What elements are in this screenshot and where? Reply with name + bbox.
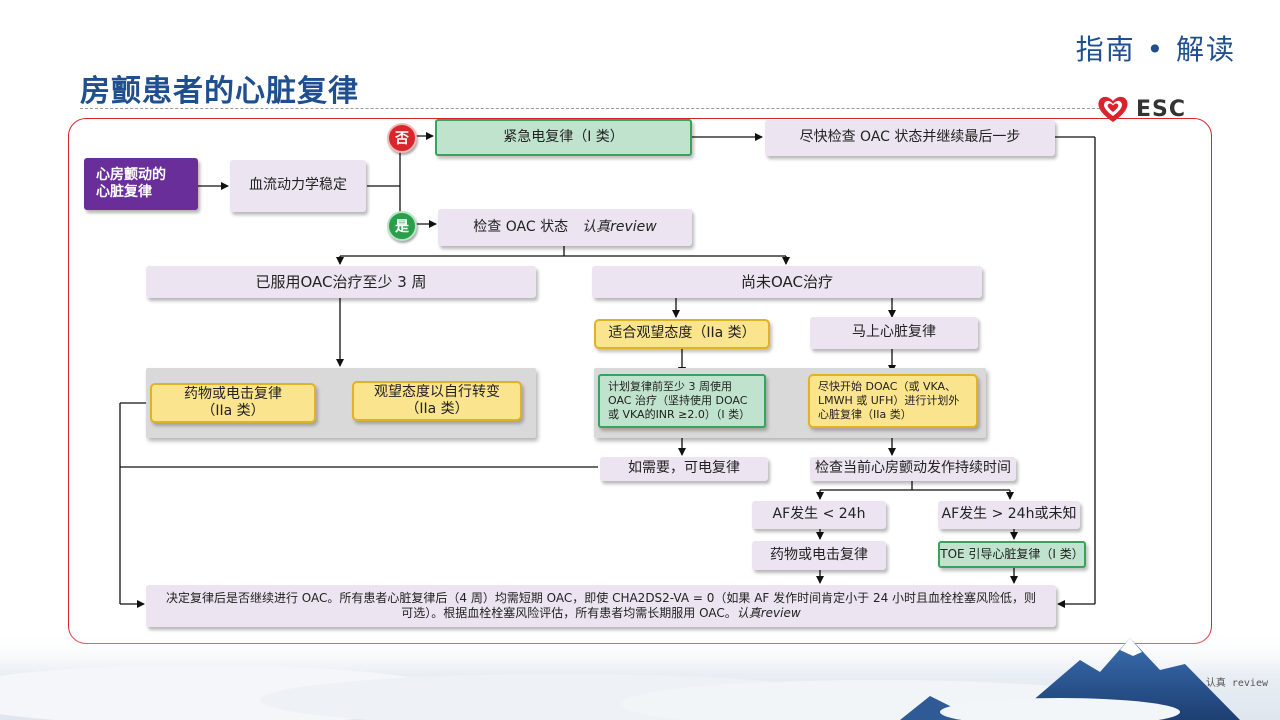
af-less-24h-node: AF发生 < 24h — [752, 501, 886, 529]
drug-or-electric-node: 药物或电击复律 （IIa 类） — [150, 383, 316, 423]
check-oac-node: 检查 OAC 状态 认真review — [438, 209, 692, 246]
electric-if-needed-node: 如需要，可电复律 — [600, 457, 768, 481]
plan-oac-node: 计划复律前至少 3 周使用 OAC 治疗（坚持使用 DOAC 或 VKA的INR… — [598, 374, 766, 428]
slide-title: 房颤患者的心脏复律 — [80, 74, 359, 109]
af-over-24h-node: AF发生 > 24h或未知 — [938, 501, 1080, 529]
watchful-wait-node: 适合观望态度（IIa 类） — [594, 319, 770, 349]
emergency-cardioversion-node: 紧急电复律（I 类） — [435, 119, 692, 156]
final-decision-text: 决定复律后是否继续进行 OAC。所有患者心脏复律后（4 周）均需短期 OAC，即… — [165, 591, 1037, 620]
no-badge: 否 — [387, 123, 417, 153]
wait-and-see-node: 观望态度以自行转变 （IIa 类） — [352, 381, 522, 421]
esc-logo-text: ESC — [1136, 96, 1187, 122]
check-oac-asap-node: 尽快检查 OAC 状态并继续最后一步 — [765, 120, 1055, 156]
immediate-cardioversion-node: 马上心脏复律 — [810, 317, 978, 349]
drug-or-electric-label: 药物或电击复律 （IIa 类） — [184, 385, 282, 420]
toe-guided-node: TOE 引导心脏复律（I 类） — [938, 541, 1086, 568]
drug-electric-node-2: 药物或电击复律 — [752, 541, 886, 570]
check-duration-node: 检查当前心房颤动发作持续时间 — [810, 457, 1016, 481]
title-divider — [80, 108, 1100, 109]
check-oac-label: 检查 OAC 状态 — [473, 218, 569, 235]
start-node: 心房颤动的 心脏复律 — [84, 158, 198, 210]
heart-icon — [1098, 96, 1128, 122]
hemodynamic-stable-node: 血流动力学稳定 — [230, 160, 366, 212]
final-decision-tag: 认真review — [736, 606, 801, 620]
yes-badge: 是 — [387, 211, 417, 241]
brand-text: 指南 • 解读 — [1075, 33, 1236, 66]
final-decision-node: 决定复律后是否继续进行 OAC。所有患者心脏复律后（4 周）均需短期 OAC，即… — [146, 585, 1056, 627]
mountain-cloud-decoration — [0, 630, 1280, 720]
check-oac-tag: 认真review — [582, 218, 657, 235]
wait-and-see-label: 观望态度以自行转变 （IIa 类） — [374, 383, 500, 418]
esc-logo: ESC — [1096, 94, 1186, 124]
start-node-label: 心房颤动的 心脏复律 — [96, 166, 166, 201]
not-on-oac-node: 尚未OAC治疗 — [592, 266, 982, 298]
footer-text: 认真 review — [1205, 678, 1268, 689]
start-doac-node: 尽快开始 DOAC（或 VKA、LMWH 或 UFH）进行计划外心脏复律（IIa… — [808, 374, 978, 428]
on-oac-node: 已服用OAC治疗至少 3 周 — [146, 266, 536, 298]
